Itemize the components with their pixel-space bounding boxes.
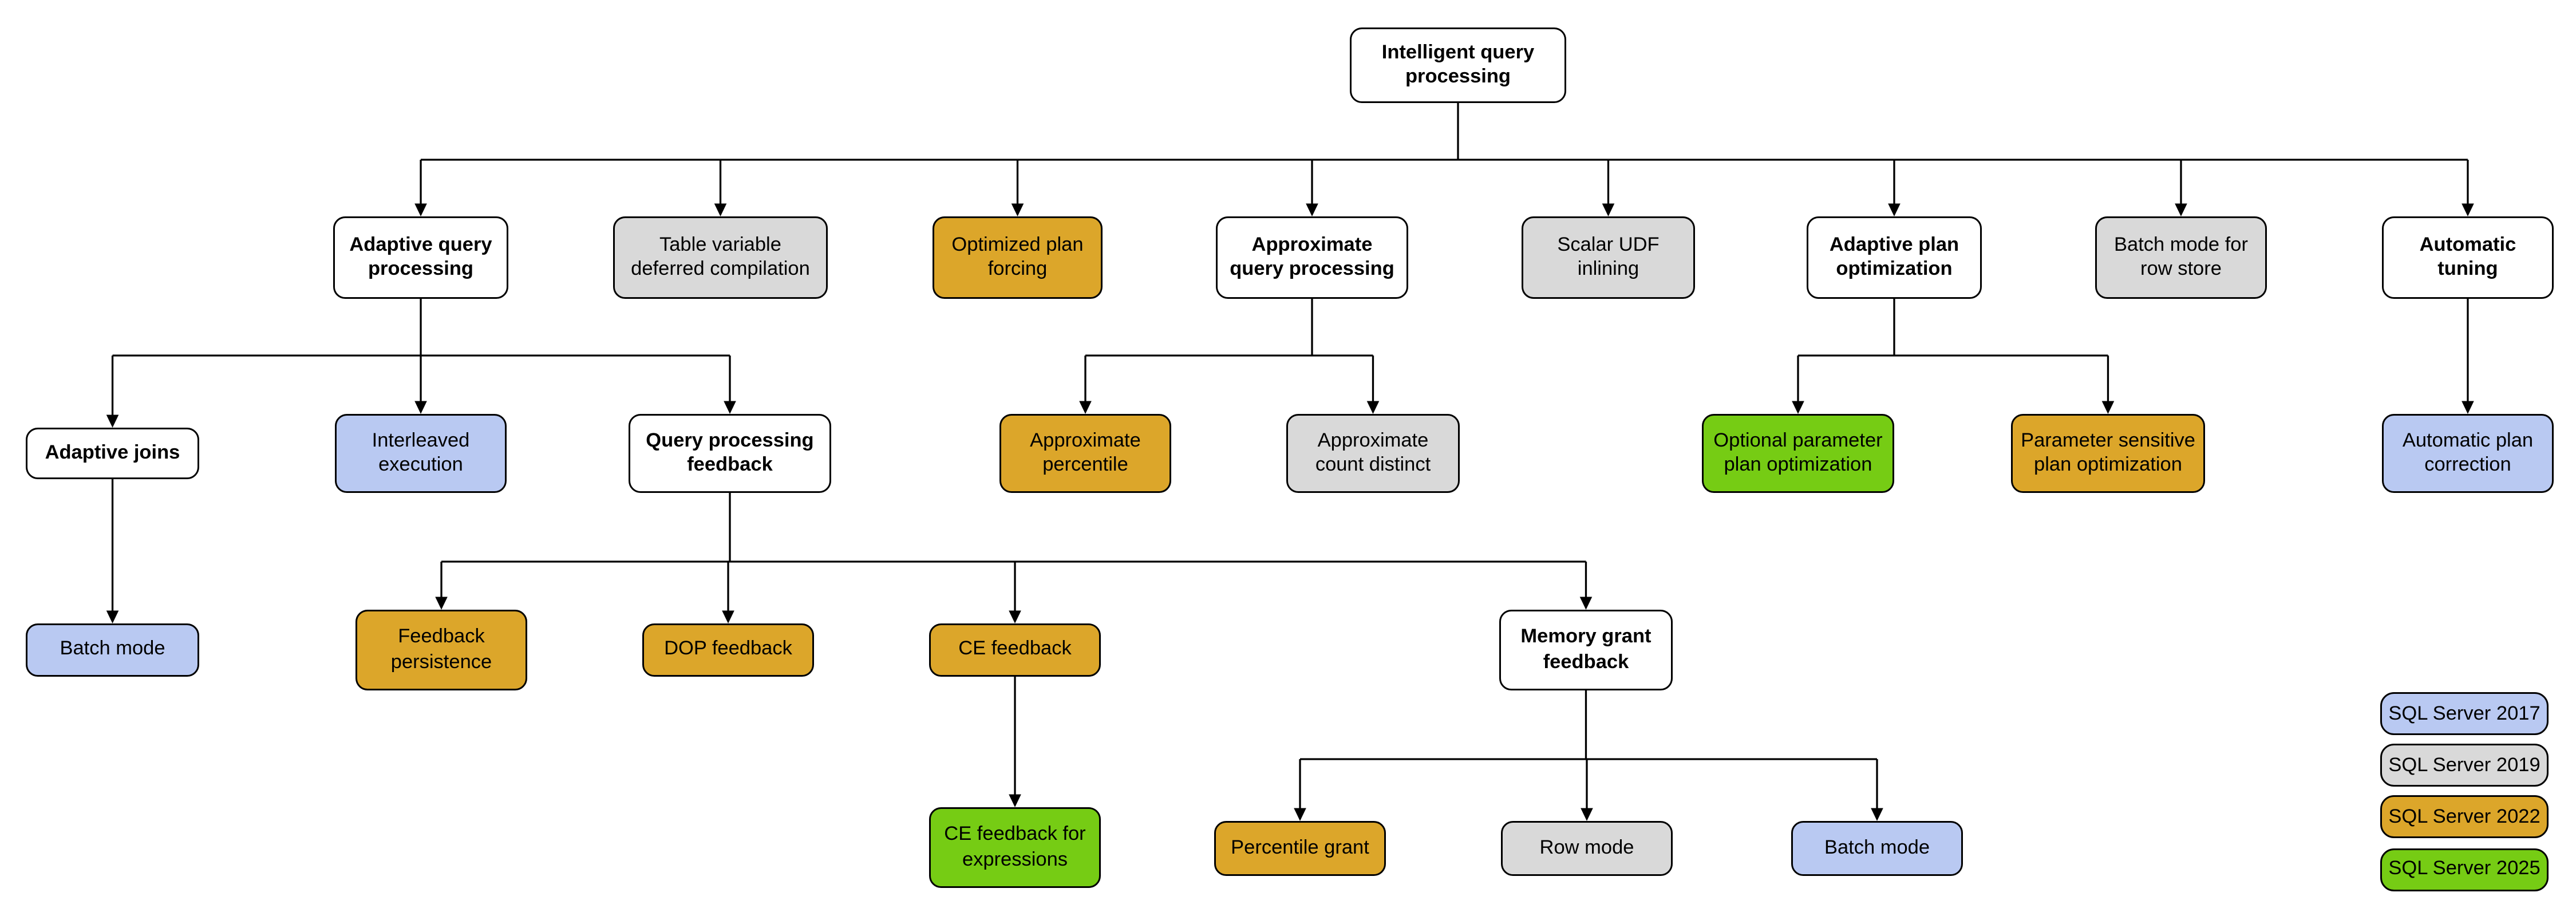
node-memory-grant-feedback: Memory grant feedback: [1499, 610, 1673, 690]
arrowhead-icon: [1079, 401, 1092, 414]
arrowhead-icon: [714, 203, 727, 216]
node-adaptive-plan-optimization: Adaptive plan optimization: [1807, 216, 1982, 299]
node-ce-feedback: CE feedback: [929, 623, 1101, 677]
node-intelligent-query-processing: Intelligent query processing: [1350, 27, 1566, 103]
arrowhead-icon: [1009, 794, 1021, 807]
arrowhead-icon: [435, 597, 448, 610]
legend-item-sql-server-2025: SQL Server 2025: [2380, 847, 2549, 891]
node-feedback-persistence: Feedback persistence: [355, 610, 527, 690]
node-adaptive-query-processing: Adaptive query processing: [333, 216, 508, 299]
node-batch-mode: Batch mode: [26, 623, 199, 677]
node-automatic-tuning: Automatic tuning: [2382, 216, 2554, 299]
node-percentile-grant: Percentile grant: [1214, 821, 1386, 876]
arrowhead-icon: [414, 401, 427, 414]
arrowhead-icon: [1792, 401, 1804, 414]
node-row-mode: Row mode: [1501, 821, 1673, 876]
arrowhead-icon: [1294, 808, 1306, 821]
arrowhead-icon: [1306, 203, 1318, 216]
arrowhead-icon: [1579, 597, 1593, 610]
arrowhead-icon: [724, 401, 736, 414]
arrowhead-icon: [2462, 203, 2474, 216]
arrowhead-icon: [1011, 203, 1024, 216]
arrowhead-icon: [2101, 401, 2115, 414]
node-adaptive-joins: Adaptive joins: [26, 428, 199, 479]
node-optional-parameter-plan-optimization: Optional parameter plan optimization: [1702, 414, 1894, 493]
node-optimized-plan-forcing: Optimized plan forcing: [933, 216, 1103, 299]
node-interleaved-execution: Interleaved execution: [335, 414, 507, 493]
legend-item-sql-server-2017: SQL Server 2017: [2380, 692, 2549, 735]
node-dop-feedback: DOP feedback: [642, 623, 814, 677]
arrowhead-icon: [106, 414, 119, 428]
arrowhead-icon: [106, 610, 119, 623]
node-approximate-count-distinct: Approximate count distinct: [1286, 414, 1460, 493]
node-ce-feedback-for-expressions: CE feedback for expressions: [929, 807, 1101, 888]
arrowhead-icon: [1009, 610, 1021, 623]
arrowhead-icon: [1366, 401, 1380, 414]
node-batch-mode-for-row-store: Batch mode for row store: [2095, 216, 2267, 299]
node-approximate-percentile: Approximate percentile: [999, 414, 1171, 493]
node-query-processing-feedback: Query processing feedback: [629, 414, 831, 493]
node-parameter-sensitive-plan-optimization: Parameter sensitive plan optimization: [2011, 414, 2205, 493]
arrowhead-icon: [1581, 808, 1593, 821]
arrowhead-icon: [1602, 203, 1615, 216]
legend-item-sql-server-2022: SQL Server 2022: [2380, 796, 2549, 839]
arrowhead-icon: [1871, 808, 1883, 821]
node-batch-mode: Batch mode: [1791, 821, 1963, 876]
arrowhead-icon: [1888, 203, 1901, 216]
node-scalar-udf-inlining: Scalar UDF inlining: [1522, 216, 1695, 299]
node-table-variable-deferred-compilation: Table variable deferred compilation: [613, 216, 828, 299]
node-automatic-plan-correction: Automatic plan correction: [2382, 414, 2554, 493]
node-approximate-query-processing: Approximate query processing: [1216, 216, 1408, 299]
arrowhead-icon: [2175, 203, 2187, 216]
arrowhead-icon: [2462, 401, 2474, 414]
arrowhead-icon: [722, 610, 734, 623]
legend-item-sql-server-2019: SQL Server 2019: [2380, 744, 2549, 787]
arrowhead-icon: [414, 203, 427, 216]
